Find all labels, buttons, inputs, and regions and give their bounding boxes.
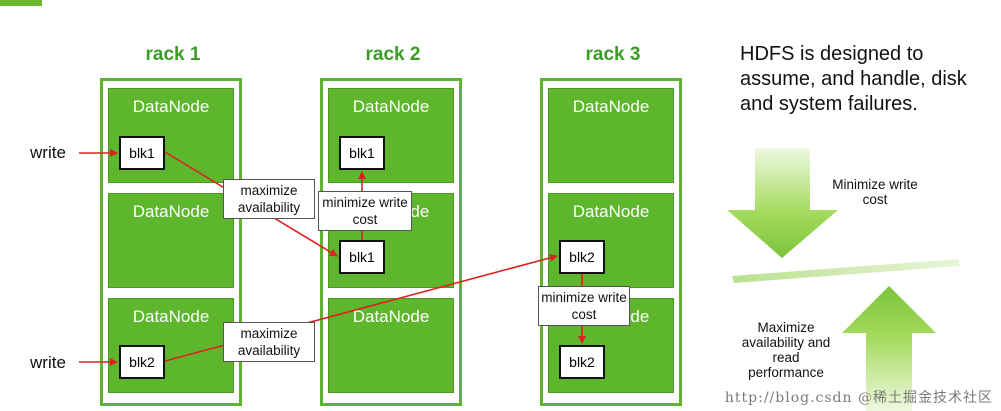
rack-3-block-blk2-bot: blk2: [559, 345, 605, 379]
arrow-down-icon: [727, 148, 838, 258]
rack-1-block-blk2: blk2: [119, 345, 165, 379]
maximize-availability-note-2: maximize availability: [223, 322, 315, 362]
balance-bar: [732, 259, 960, 283]
rack-3-datanode-1: DataNode: [548, 88, 674, 183]
write-label-1: write: [30, 143, 66, 162]
rack-2-block-blk1-top: blk1: [339, 136, 385, 170]
maximize-availability-label: Maximize availability and read performan…: [741, 320, 831, 380]
hdfs-description: HDFS is designed to assume, and handle, …: [740, 43, 967, 115]
rack-1-label: rack 1: [145, 44, 201, 65]
datanode-label: DataNode: [572, 202, 650, 221]
watermark: http://blog.csdn @稀土掘金技术社区: [724, 390, 993, 406]
corner-tab: [0, 0, 42, 6]
minimize-write-cost-label: Minimize write cost: [832, 177, 918, 207]
rack-1-block-blk1: blk1: [119, 136, 165, 170]
write-label-2: write: [30, 353, 66, 372]
rack-2-label: rack 2: [365, 44, 421, 65]
minimize-write-cost-note-2: minimize write cost: [538, 286, 630, 326]
arrow-up-icon: [842, 286, 936, 411]
datanode-label: DataNode: [132, 97, 210, 116]
datanode-label: DataNode: [572, 97, 650, 116]
datanode-label: DataNode: [352, 97, 430, 116]
minimize-write-cost-note-1: minimize write cost: [318, 191, 412, 231]
maximize-availability-note-1: maximize availability: [223, 179, 315, 219]
rack-3-block-blk2-mid: blk2: [559, 240, 605, 274]
rack-3-label: rack 3: [585, 44, 641, 65]
